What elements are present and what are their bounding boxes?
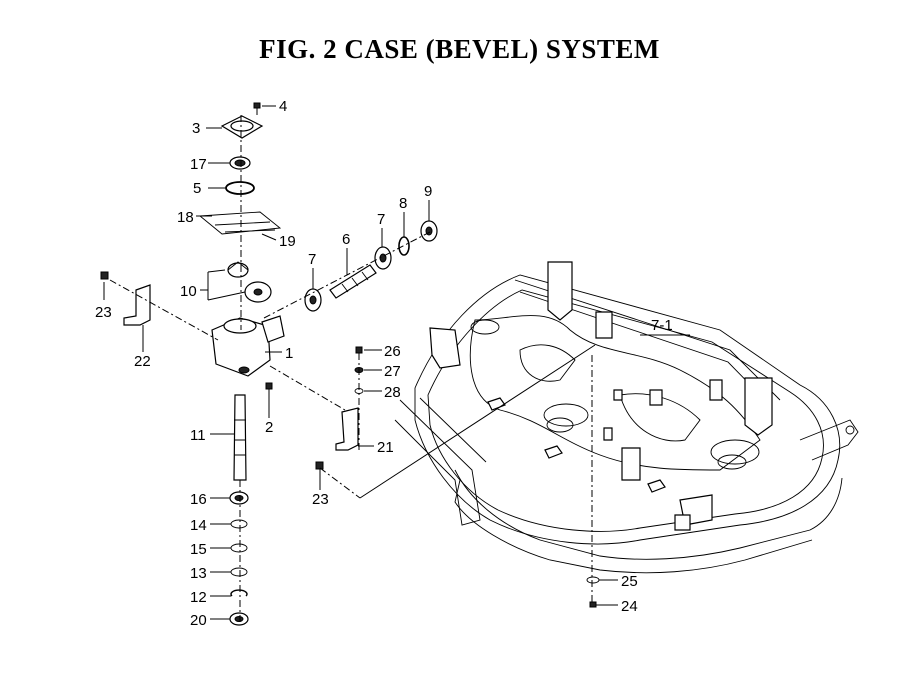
callout-11: 11 xyxy=(190,427,206,444)
leader-lines xyxy=(103,105,690,620)
part-shim-18-19 xyxy=(198,211,282,235)
callout-27: 27 xyxy=(384,363,401,380)
callout-21: 21 xyxy=(377,439,394,456)
part-bearing-17 xyxy=(229,156,251,170)
callout-25: 25 xyxy=(621,573,638,590)
part-bracket-22 xyxy=(123,284,151,326)
callout-12: 12 xyxy=(190,589,207,606)
callout-17: 17 xyxy=(190,156,207,173)
callout-19: 19 xyxy=(279,233,296,250)
part-bolt-2 xyxy=(265,382,273,390)
callout-20: 20 xyxy=(190,612,207,629)
callout-3: 3 xyxy=(192,120,200,137)
callout-8: 8 xyxy=(399,195,407,212)
callout-7-1: 7-1 xyxy=(651,317,673,334)
mower-deck-7-1 xyxy=(394,261,859,574)
callout-6: 6 xyxy=(342,231,350,248)
callout-labels: 4 3 17 5 18 19 9 8 7 6 7 10 23 22 1 2 26… xyxy=(95,98,673,629)
part-bevel-gears-10 xyxy=(227,261,272,303)
callout-16: 16 xyxy=(190,491,207,508)
figure-title: FIG. 2 CASE (BEVEL) SYSTEM xyxy=(259,34,660,64)
part-output-shaft-11 xyxy=(233,394,247,481)
callout-9: 9 xyxy=(424,183,432,200)
callout-4: 4 xyxy=(279,98,287,115)
part-snap-ring-12 xyxy=(230,589,248,597)
callout-26: 26 xyxy=(384,343,401,360)
part-washer-25 xyxy=(586,576,600,584)
part-bearing-7-upper xyxy=(374,246,392,270)
part-cover-3 xyxy=(220,115,264,139)
part-bolt-23-lower xyxy=(315,461,324,470)
callout-5: 5 xyxy=(193,180,201,197)
callout-7-lower: 7 xyxy=(308,251,316,268)
callout-24: 24 xyxy=(621,598,638,615)
callout-22: 22 xyxy=(134,353,151,370)
part-washers-14-15-13 xyxy=(230,519,248,577)
callout-23-lower: 23 xyxy=(312,491,329,508)
part-bolt-23-upper xyxy=(100,271,109,280)
callout-15: 15 xyxy=(190,541,207,558)
assembly-centerlines xyxy=(109,115,596,625)
part-shaft-6 xyxy=(329,264,377,299)
callout-18: 18 xyxy=(177,209,194,226)
callout-23-upper: 23 xyxy=(95,304,112,321)
part-snap-ring-8 xyxy=(398,236,410,256)
callout-1: 1 xyxy=(285,345,293,362)
part-bearing-16 xyxy=(229,491,249,505)
part-bolt-4 xyxy=(253,102,261,115)
part-bevel-case-1 xyxy=(211,315,285,377)
part-oil-seal-20 xyxy=(229,612,249,626)
part-bracket-21 xyxy=(335,407,359,451)
callout-14: 14 xyxy=(190,517,207,534)
callout-7-upper: 7 xyxy=(377,211,385,228)
callout-10: 10 xyxy=(180,283,197,300)
callout-13: 13 xyxy=(190,565,207,582)
callout-28: 28 xyxy=(384,384,401,401)
part-oring-5 xyxy=(225,181,255,195)
part-oil-seal-9 xyxy=(420,220,438,242)
callout-2: 2 xyxy=(265,419,273,436)
part-bolt-24 xyxy=(589,601,597,608)
